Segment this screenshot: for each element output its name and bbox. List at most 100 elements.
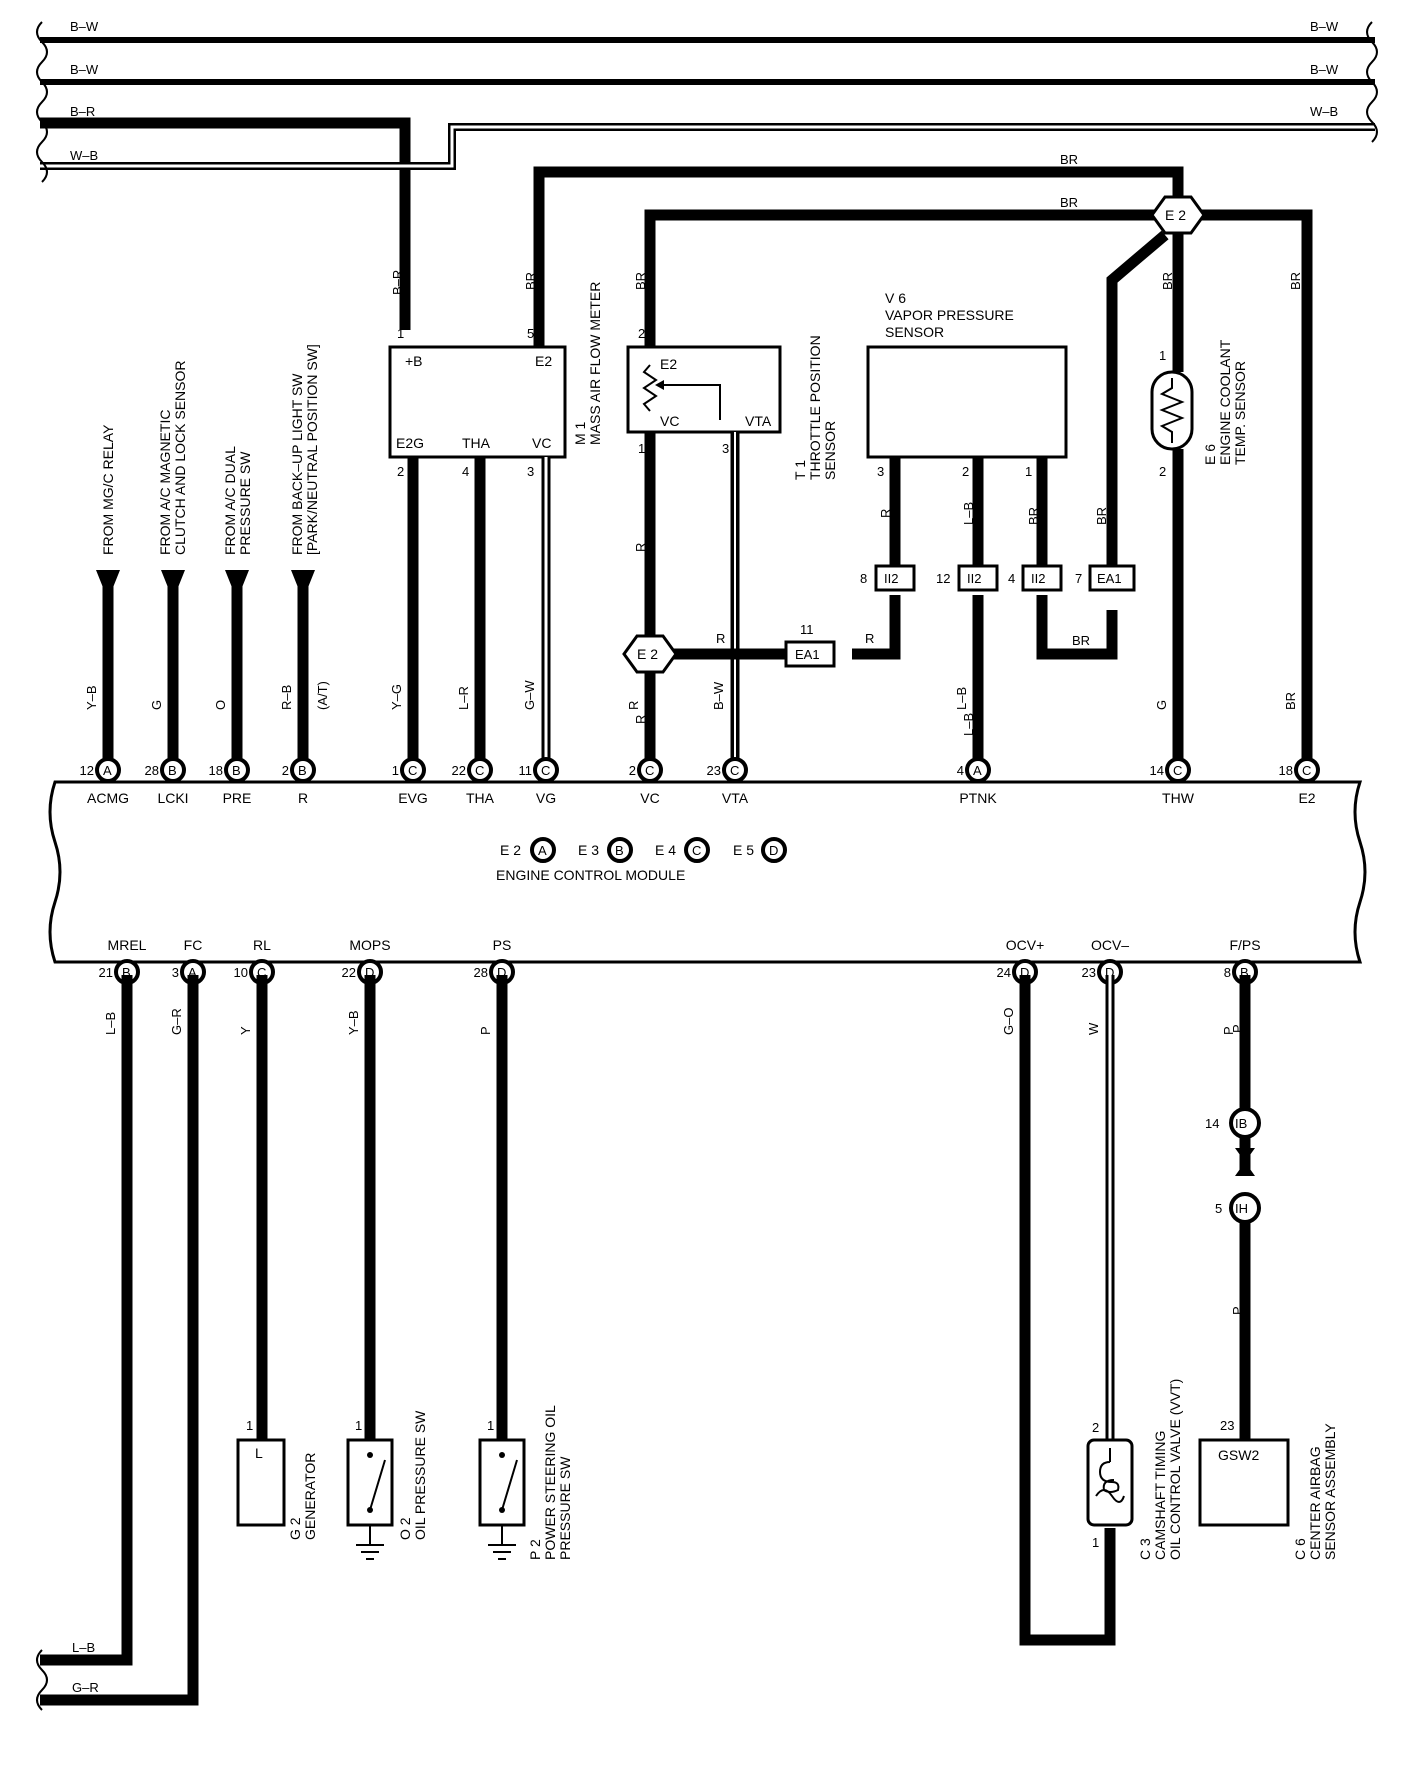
svg-text:R: R [633, 543, 648, 552]
v6-id: V 6 [885, 290, 906, 306]
v6-name-2: SENSOR [885, 324, 944, 340]
svg-text:11: 11 [800, 622, 814, 637]
svg-text:12: 12 [936, 571, 950, 586]
e6-name-2: TEMP. SENSOR [1232, 361, 1248, 465]
t1-pin-e2: E2 [660, 356, 677, 372]
svg-text:1: 1 [487, 1418, 494, 1433]
svg-text:L–B: L–B [961, 713, 976, 736]
svg-text:BR: BR [633, 272, 648, 290]
svg-text:2: 2 [1092, 1420, 1099, 1435]
svg-text:E 2: E 2 [1165, 207, 1186, 223]
terminal-connector-letter: A [103, 763, 112, 778]
input-labels: FROM MG/C RELAY FROM A/C MAGNETIC CLUTCH… [100, 344, 320, 555]
svg-text:1: 1 [355, 1418, 362, 1433]
oil-pressure-switch: 1 O 2 OIL PRESSURE SW [346, 1410, 428, 1560]
svg-text:FROM A/C MAGNETIC: FROM A/C MAGNETIC [157, 410, 173, 555]
terminal-name: PRE [223, 790, 252, 806]
terminal-pin-number: 24 [997, 965, 1011, 980]
terminal-pin-number: 28 [145, 763, 159, 778]
e6-id: E 6 [1202, 444, 1218, 465]
terminal-pin-number: 22 [342, 965, 356, 980]
upper-wire-labels: BR BR B–R BR BR BR BR BR BR L–B R BR R R… [390, 152, 1303, 736]
svg-text:C: C [692, 843, 701, 858]
terminal-name: ACMG [87, 790, 129, 806]
m1-pinno-3: 3 [527, 464, 534, 479]
terminal-wire-color: Y–B [84, 685, 99, 710]
m1-pinno-5: 5 [527, 326, 534, 341]
svg-text:EA1: EA1 [795, 647, 820, 662]
terminal-connector-letter: D [1105, 965, 1114, 980]
svg-text:G 2: G 2 [287, 1517, 303, 1540]
vapor-pressure-sensor: V 6 VAPOR PRESSURE SENSOR 3 2 1 [866, 290, 1068, 479]
svg-text:A: A [538, 843, 547, 858]
svg-text:E 5: E 5 [733, 842, 754, 858]
terminal-connector [224, 757, 250, 783]
engine-control-module: ENGINE CONTROL MODULE [48, 780, 1367, 964]
junction-e2-top: E 2 [1150, 195, 1206, 235]
m1-pin-e2: E2 [535, 353, 552, 369]
svg-text:II2: II2 [967, 571, 981, 586]
c6-pin-gsw2: GSW2 [1218, 1447, 1259, 1463]
svg-text:C 6: C 6 [1292, 1538, 1308, 1560]
terminal-name: MREL [108, 937, 147, 953]
terminal-pin-number: 3 [172, 965, 179, 980]
m1-pin-tha: THA [462, 435, 491, 451]
terminal-connector-letter: B [122, 965, 131, 980]
terminal-name: THW [1162, 790, 1195, 806]
terminal-connector-letter: B [298, 763, 307, 778]
g2-pin-l: L [255, 1445, 263, 1461]
lower-wires: L–B G–R [36, 975, 1255, 1711]
m1-pin-vc: VC [532, 435, 551, 451]
svg-text:L–B: L–B [961, 502, 976, 525]
wire-label-p-1: P [1230, 1024, 1245, 1033]
terminal-connector-letter: B [1240, 965, 1249, 980]
terminal-connector [95, 757, 121, 783]
terminal-wire-color: G–W [522, 680, 537, 710]
svg-text:FROM MG/C RELAY: FROM MG/C RELAY [100, 424, 116, 555]
terminal-name: LCKI [157, 790, 188, 806]
svg-text:L–B: L–B [72, 1640, 95, 1655]
terminal-wire-color: R [626, 701, 641, 710]
terminal-pin-number: 22 [452, 763, 466, 778]
svg-text:CENTER AIRBAG: CENTER AIRBAG [1307, 1446, 1323, 1560]
terminal-wire-color: L–B [103, 1012, 118, 1035]
camshaft-timing-oil-control-valve: 2 1 C 3 CAMSHAFT TIMING OIL CONTROL VALV… [1086, 1379, 1183, 1560]
terminal-connector [722, 757, 748, 783]
svg-text:B: B [615, 843, 624, 858]
engine-coolant-temp-sensor: 1 2 E 6 ENGINE COOLANT TEMP. SENSOR [1150, 339, 1248, 479]
m1-name: MASS AIR FLOW METER [587, 282, 603, 445]
terminal-name: R [298, 790, 308, 806]
ecm-connector-legend: E 2 A E 3 B E 4 C E 5 D [500, 837, 787, 863]
terminal-name: EVG [398, 790, 428, 806]
svg-text:4: 4 [1008, 571, 1015, 586]
terminal-connector-letter: C [730, 763, 739, 778]
t1-pinno-3: 3 [722, 441, 729, 456]
terminal-pin-number: 18 [209, 763, 223, 778]
terminal-connector-letter: C [257, 965, 266, 980]
svg-text:E 4: E 4 [655, 842, 676, 858]
bus-2-left-label: B–W [70, 62, 99, 77]
svg-text:OIL PRESSURE SW: OIL PRESSURE SW [412, 1410, 428, 1540]
terminal-wire-color: P [478, 1026, 493, 1035]
terminal-name: FC [184, 937, 203, 953]
terminal-connector-letter: A [973, 763, 982, 778]
bus-3-left-label: B–R [70, 104, 95, 119]
terminal-pin-number: 11 [519, 763, 533, 778]
terminal-connector-letter: C [1302, 763, 1311, 778]
svg-text:C 3: C 3 [1137, 1538, 1153, 1560]
connector-ii2-b: II2 12 [936, 564, 999, 592]
connector-ii2-a: II2 8 [860, 564, 916, 592]
m1-pinno-4: 4 [462, 464, 469, 479]
svg-text:POWER STEERING OIL: POWER STEERING OIL [542, 1405, 558, 1560]
t1-name-2: SENSOR [822, 421, 838, 480]
throttle-position-sensor: E2 VC VTA 2 1 3 T 1 THROTTLE POSITION SE… [626, 326, 838, 480]
svg-text:1: 1 [1092, 1535, 1099, 1550]
